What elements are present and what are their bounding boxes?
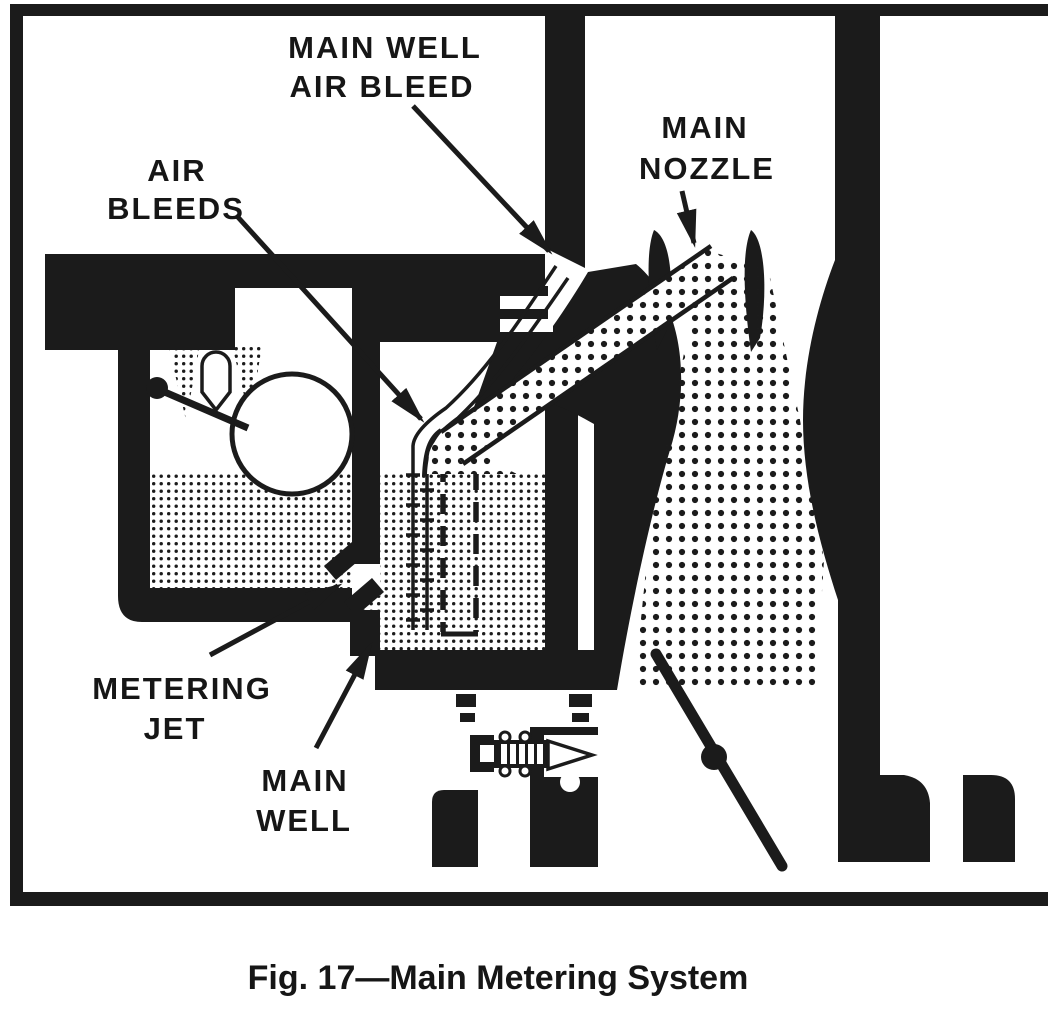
- label-air-bleeds-2: BLEEDS: [107, 191, 245, 226]
- arrow-metering-jet: [208, 583, 343, 658]
- arrow-main-nozzle: [676, 190, 697, 248]
- bowl-floor: [118, 588, 352, 622]
- needle-valve: [200, 350, 232, 413]
- arrow-main-well: [313, 641, 373, 750]
- float-arm: [158, 386, 250, 432]
- venturi-right-wall: [803, 260, 880, 790]
- leader-arrows: [208, 104, 697, 750]
- air-bleed-channel-line-1: [411, 265, 558, 630]
- idle-mixture-screw: [470, 730, 600, 792]
- bowl-left-wall: [118, 330, 150, 592]
- right-wall-flange: [838, 775, 930, 862]
- right-wall-upper: [835, 8, 880, 260]
- figure-frame: [10, 4, 1048, 906]
- label-main-well-2: WELL: [256, 803, 352, 838]
- bowl-cover: [235, 254, 545, 288]
- tube-perforations: [406, 473, 434, 622]
- label-main-well-air-bleed-2: AIR BLEED: [289, 69, 474, 104]
- float-assembly: [146, 371, 355, 497]
- arrow-air-bleeds: [234, 213, 425, 423]
- right-flange-block: [963, 775, 1015, 862]
- air-bleed-block: [352, 286, 548, 342]
- label-main-nozzle-1: MAIN: [661, 110, 748, 145]
- metering-jet: [324, 542, 384, 616]
- idle-passage: [456, 694, 592, 722]
- label-metering-jet-2: JET: [144, 711, 207, 746]
- air-horn-column: [545, 8, 585, 268]
- throttle-plate: [650, 648, 788, 872]
- throttle-shaft: [701, 744, 727, 770]
- labels: MAIN WELL AIR BLEED MAIN NOZZLE AIR BLEE…: [92, 30, 775, 838]
- label-metering-jet-1: METERING: [92, 671, 272, 706]
- arrow-main-well-air-bleed: [411, 104, 553, 255]
- float-pivot: [146, 377, 168, 399]
- float: [229, 371, 355, 497]
- fuel-in-main-well: [352, 473, 545, 652]
- bowl-well-divider: [352, 288, 380, 564]
- screw-tip: [546, 738, 598, 772]
- spray-cone: [634, 252, 824, 688]
- label-main-well-air-bleed-1: MAIN WELL: [288, 30, 482, 65]
- main-nozzle-tube: [439, 244, 735, 466]
- screw-head: [470, 735, 494, 772]
- fuel-in-float-bowl: [150, 473, 352, 590]
- label-main-well-1: MAIN: [261, 763, 348, 798]
- label-main-nozzle-2: NOZZLE: [639, 151, 775, 186]
- throttle-body-block: [432, 790, 478, 867]
- label-air-bleeds-1: AIR: [147, 153, 206, 188]
- figure-caption: Fig. 17—Main Metering System: [248, 959, 749, 997]
